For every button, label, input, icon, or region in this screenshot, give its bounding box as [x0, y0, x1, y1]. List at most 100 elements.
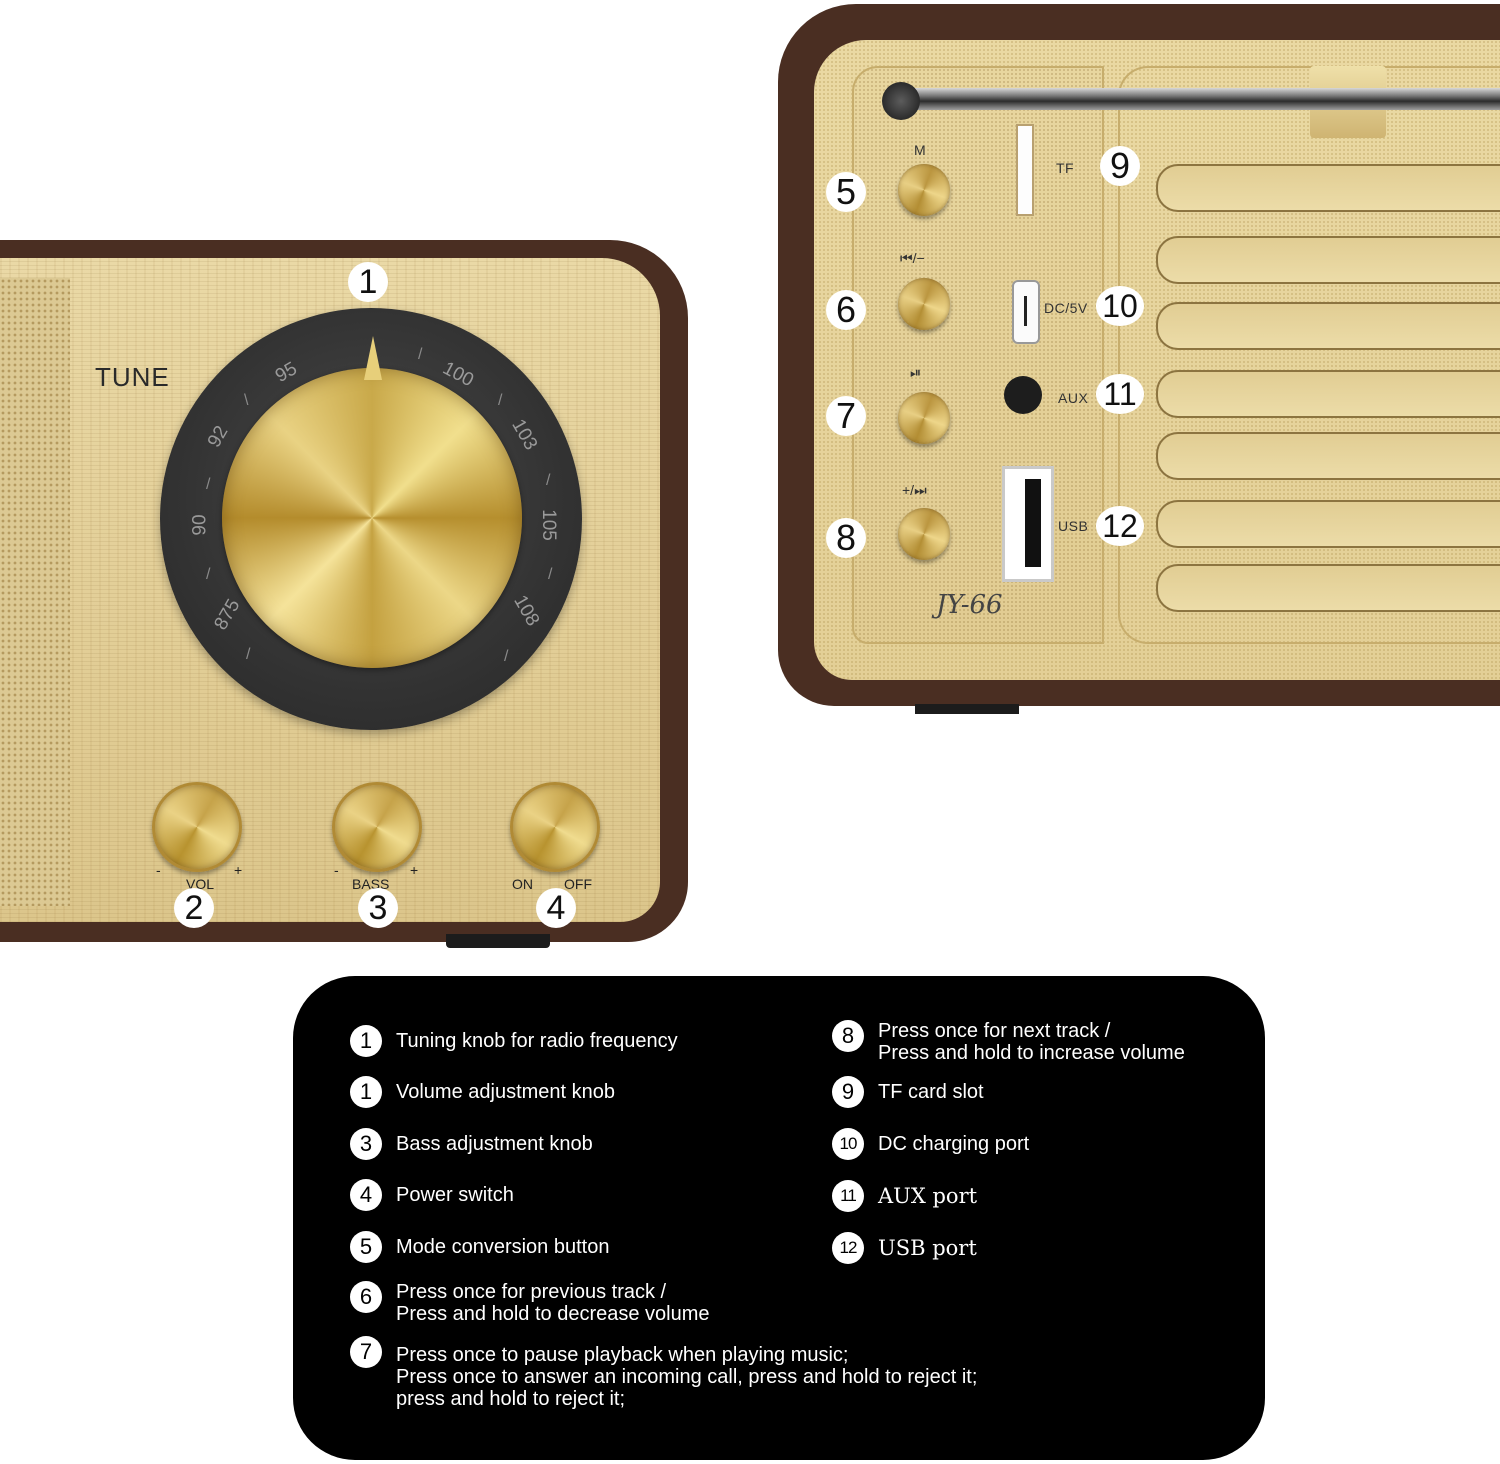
callout-6: 6 [826, 290, 866, 330]
legend-item-9: 9 TF card slot [832, 1076, 984, 1108]
legend-item-12: 12 USB port [832, 1232, 977, 1264]
legend-text: Press once for next track / [878, 1020, 1111, 1042]
callout-12: 12 [1096, 506, 1144, 546]
legend-text: Press once for previous track / [396, 1281, 667, 1303]
legend-item-1: 1 Tuning knob for radio frequency [350, 1025, 678, 1057]
speaker-grille [0, 278, 70, 906]
prev-button-label: ⏮/− [900, 250, 925, 266]
legend-text: Press once to pause playback when playin… [396, 1344, 849, 1366]
legend-text: Power switch [396, 1184, 514, 1206]
grille-slot [1156, 164, 1500, 212]
on-label: ON [512, 876, 533, 892]
legend-item-6: 6 Press once for previous track / Press … [350, 1281, 710, 1325]
legend-text: Press and hold to increase volume [878, 1042, 1185, 1064]
legend-item-3: 3 Bass adjustment knob [350, 1128, 593, 1160]
volume-knob[interactable] [152, 782, 242, 872]
callout-7: 7 [826, 396, 866, 436]
off-label: OFF [564, 876, 592, 892]
legend-text: Press once to answer an incoming call, p… [396, 1366, 978, 1388]
power-knob[interactable] [510, 782, 600, 872]
legend-number: 1 [350, 1076, 382, 1108]
callout-2: 2 [174, 888, 214, 928]
grille-slot [1156, 432, 1500, 480]
legend-item-8: 8 Press once for next track / Press and … [832, 1020, 1185, 1064]
legend-text: Volume adjustment knob [396, 1081, 616, 1103]
dc-charging-port[interactable] [1012, 280, 1040, 344]
tf-label: TF [1056, 160, 1075, 176]
tuning-knob[interactable] [222, 368, 522, 668]
grille-slot [1156, 236, 1500, 284]
prev-track-button[interactable] [898, 278, 950, 330]
dial-tick: / [548, 566, 553, 583]
legend-number: 7 [350, 1336, 382, 1368]
legend-text: press and hold to reject it; [396, 1388, 626, 1410]
callout-9: 9 [1100, 146, 1140, 186]
legend-item-5: 5 Mode conversion button [350, 1231, 609, 1263]
aux-label: AUX [1058, 390, 1089, 406]
grille-slot [1156, 500, 1500, 548]
back-foot [915, 704, 1019, 714]
next-track-button[interactable] [898, 508, 950, 560]
legend-text: Mode conversion button [396, 1236, 610, 1258]
dial-pointer [364, 336, 382, 380]
aux-port[interactable] [1004, 376, 1042, 414]
callout-11: 11 [1096, 374, 1144, 414]
legend-text: Press and hold to decrease volume [396, 1303, 710, 1325]
grille-slot [1156, 370, 1500, 418]
legend-number: 1 [350, 1025, 382, 1057]
legend-number: 10 [832, 1128, 864, 1160]
dial-tick: \ [244, 392, 249, 409]
legend-number: 8 [832, 1020, 864, 1052]
freq-90: 90 [189, 514, 211, 536]
freq-105: 105 [537, 509, 559, 541]
bass-knob[interactable] [332, 782, 422, 872]
legend-text: Tuning knob for radio frequency [396, 1030, 678, 1052]
grille-slot [1156, 564, 1500, 612]
dial-tick: / [546, 472, 551, 489]
callout-10: 10 [1096, 286, 1144, 326]
legend-text: DC charging port [878, 1133, 1030, 1155]
legend-panel [293, 976, 1265, 1460]
vol-minus-label: - [156, 862, 161, 878]
play-pause-button[interactable] [898, 392, 950, 444]
vol-plus-label: + [234, 862, 243, 878]
next-button-label: +/⏭ [902, 482, 927, 498]
legend-number: 3 [350, 1128, 382, 1160]
mode-button-label: M [914, 142, 926, 158]
legend-item-4: 4 Power switch [350, 1179, 514, 1211]
legend-number: 11 [832, 1180, 864, 1212]
legend-number: 4 [350, 1179, 382, 1211]
dial-tick: / [418, 346, 423, 363]
mode-button[interactable] [898, 164, 950, 216]
dial-tick: / [498, 392, 503, 409]
legend-text: USB port [878, 1236, 977, 1260]
dial-tick: / [246, 646, 251, 663]
tf-card-slot[interactable] [1016, 124, 1034, 216]
dc-label: DC/5V [1044, 300, 1088, 316]
legend-number: 6 [350, 1281, 382, 1313]
control-plate [852, 66, 1104, 644]
usb-port[interactable] [1002, 466, 1054, 582]
legend-text: TF card slot [878, 1081, 984, 1103]
bass-plus-label: + [410, 862, 419, 878]
model-name: JY-66 [936, 590, 1003, 620]
callout-8: 8 [826, 518, 866, 558]
dial-tick: / [206, 566, 211, 583]
play-pause-button-label: ⏯ [910, 364, 922, 380]
callout-3: 3 [358, 888, 398, 928]
tune-label: TUNE [95, 362, 170, 392]
front-foot [446, 934, 550, 948]
antenna-base [882, 82, 920, 120]
rear-grille-frame [1118, 66, 1500, 644]
dial-tick: / [206, 476, 211, 493]
legend-text: Bass adjustment knob [396, 1133, 593, 1155]
legend-number: 12 [832, 1232, 864, 1264]
antenna[interactable] [898, 88, 1500, 110]
callout-1: 1 [348, 262, 388, 302]
legend-text: AUX port [878, 1184, 978, 1208]
legend-item-10: 10 DC charging port [832, 1128, 1029, 1160]
callout-5: 5 [826, 172, 866, 212]
usb-label: USB [1058, 518, 1089, 534]
grille-slot [1156, 302, 1500, 350]
legend-item-7: 7 Press once to pause playback when play… [350, 1336, 977, 1410]
